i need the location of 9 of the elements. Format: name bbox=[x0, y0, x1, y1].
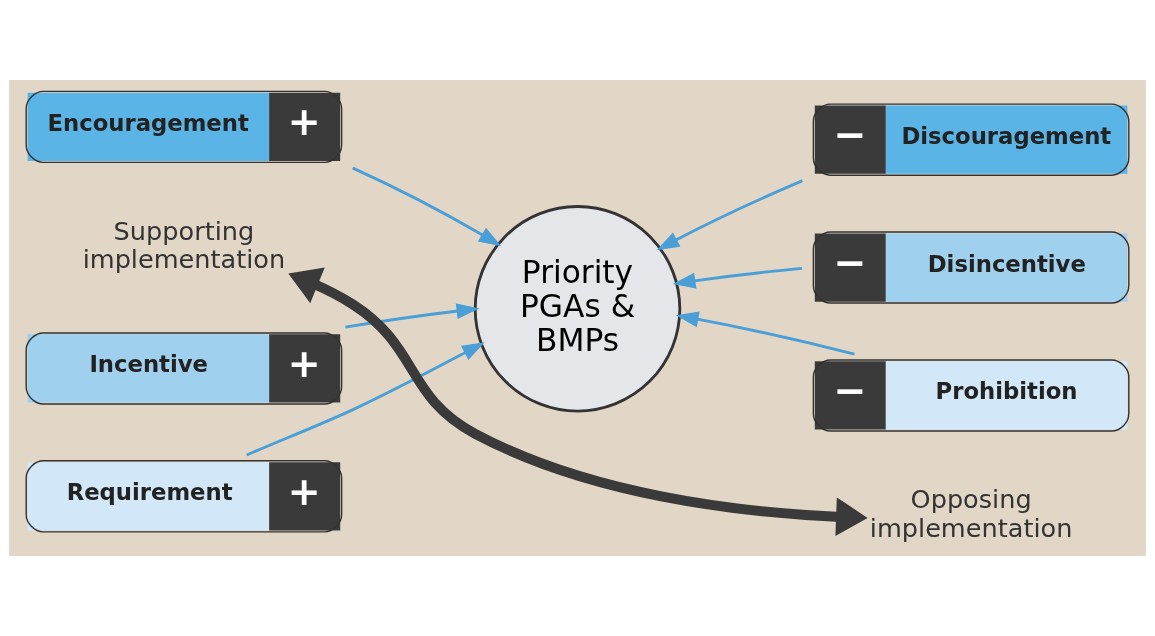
arrow bbox=[345, 303, 480, 329]
arrow bbox=[351, 166, 502, 247]
node-text: Supporting implementation bbox=[82, 215, 286, 275]
arrow bbox=[672, 266, 803, 289]
node-text: Opposing implementation bbox=[869, 484, 1073, 543]
arrow bbox=[246, 342, 485, 457]
arrow bbox=[675, 311, 855, 356]
arrow bbox=[288, 267, 868, 537]
arrow bbox=[656, 179, 804, 251]
